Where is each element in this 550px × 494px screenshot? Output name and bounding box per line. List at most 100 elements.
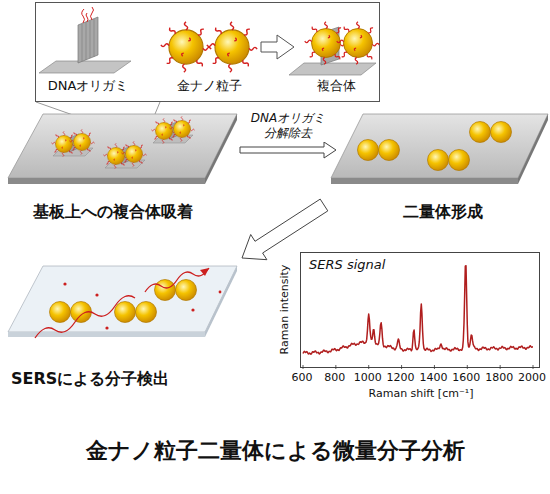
diagram-title: 金ナノ粒子二量体による微量分子分析 [0,436,550,466]
inset-box: DNAオリガミ金ナノ粒子複合体 [35,2,380,102]
axis-title: Raman intensity [278,260,291,360]
flow-arrow [242,199,328,260]
sers-plate-part [205,266,237,337]
process-arrow [261,35,294,59]
substrate-plate-part [331,114,548,178]
dna-origami-part [78,17,98,63]
substrate-plate-part [379,140,400,161]
axis-title-slot: Raman shift [cm⁻¹] [301,387,541,400]
complex [289,22,379,75]
edge-label-slot: DNAオリガミ 分解除去 [245,111,331,142]
sers-plate-part-part [219,291,222,294]
chart-title-slot: SERS signal [309,257,429,272]
part-label: 複合体 [281,77,391,95]
dna-origami-part [82,19,94,61]
axis-title-slot: Raman intensity [234,303,334,317]
dna-origami-part-part [90,21,91,58]
step-label: 二量体形成 [348,202,538,223]
part-label-slot: 複合体 [281,77,391,95]
edge-label: DNAオリガミ 分解除去 [245,111,331,142]
sers-plate-part [8,266,237,332]
dna-origami-part-part [91,7,94,20]
substrate-plate-part [8,114,237,178]
complex-part [289,63,376,75]
sers-plate-part [176,280,197,301]
sers-plate-part [50,302,71,323]
substrate-plate-part [103,141,146,168]
substrate-plate-part [331,178,518,184]
tick-mark [335,365,336,369]
sers-plate-part-part [63,282,66,285]
sers-plate-part [155,280,176,301]
sers-plate-part-part [191,308,194,311]
tick-label-slot: 600 [282,371,322,384]
sers-plate-part-part [35,296,135,338]
step-label: 基板上への複合体吸着 [5,202,220,223]
tick-label: 1000 [348,371,388,384]
tick-label: 1800 [479,371,519,384]
sers-plate [5,262,237,347]
sers-plate-part-part [95,293,98,296]
flow-arrow [240,142,336,158]
title-slot: 金ナノ粒子二量体による微量分子分析 [0,436,550,466]
dna-origami-part [39,61,131,73]
tick-mark [500,365,501,369]
sers-plate-part-part [145,268,209,292]
tick-label-slot: 2000 [512,371,550,384]
dna-origami-part-part [82,24,83,61]
sers-plate-part [35,268,209,338]
substrate-plate-part [51,129,94,156]
spectrum-line [303,266,533,355]
part-label-slot: 金ナノ粒子 [154,77,264,95]
tick-marks [303,365,533,369]
tick-label-slot: 1200 [381,371,421,384]
substrate-step: 基板上への複合体吸着 [5,110,237,226]
complex-part [337,22,380,65]
step-label-slot: 基板上への複合体吸着 [5,202,220,223]
tick-label: 800 [315,371,355,384]
sers-plate-part-part [105,326,108,329]
substrate-plate [328,110,550,190]
tick-mark [533,365,534,369]
gold-nanoparticles-part [207,22,257,72]
substrate-plate-part [491,122,512,143]
step-label: SERSによる分子検出 [11,369,231,390]
sers-plate-part [63,282,221,329]
substrate-plate-part [8,178,205,184]
tick-label-slot: 1800 [479,371,519,384]
dna-origami-part-part [94,19,95,57]
tick-label-slot: 1400 [413,371,453,384]
chart-title: SERS signal [309,257,429,272]
sers-plate-part [115,302,136,323]
tick-mark [303,365,304,369]
sers-plate-part [136,302,157,323]
tick-mark [401,365,402,369]
tick-mark [467,365,468,369]
tick-label: 1200 [381,371,421,384]
substrate-plate-part [205,114,237,184]
substrate-step: SERSによる分子検出 [5,262,237,390]
tick-label-slot: 1600 [446,371,486,384]
tick-mark [434,365,435,369]
complex-part [305,22,348,65]
tick-label-slot: 800 [315,371,355,384]
substrate-plate-part [358,140,379,161]
substrate-plate [5,110,237,190]
chart-box: SERS signalRaman intensityRaman shift [c… [300,252,540,368]
substrate-plate-part [151,116,194,143]
axis-title: Raman shift [cm⁻¹] [301,387,541,400]
substrate-plate-part [470,122,491,143]
dna-origami-part [82,7,94,23]
dna-origami-part-part [86,22,87,60]
dna-origami-part-part [86,13,88,22]
part-label: 金ナノ粒子 [154,77,264,95]
tick-label: 1600 [446,371,486,384]
part-label-slot: DNAオリガミ [36,77,140,95]
step-label-slot: 二量体形成 [348,202,538,223]
part-label: DNAオリガミ [36,77,140,95]
gold-nanoparticles-part [161,22,211,72]
substrate-plate-part [428,150,449,171]
substrate-plate-part [449,150,470,171]
tick-label: 1400 [413,371,453,384]
tick-mark [368,365,369,369]
